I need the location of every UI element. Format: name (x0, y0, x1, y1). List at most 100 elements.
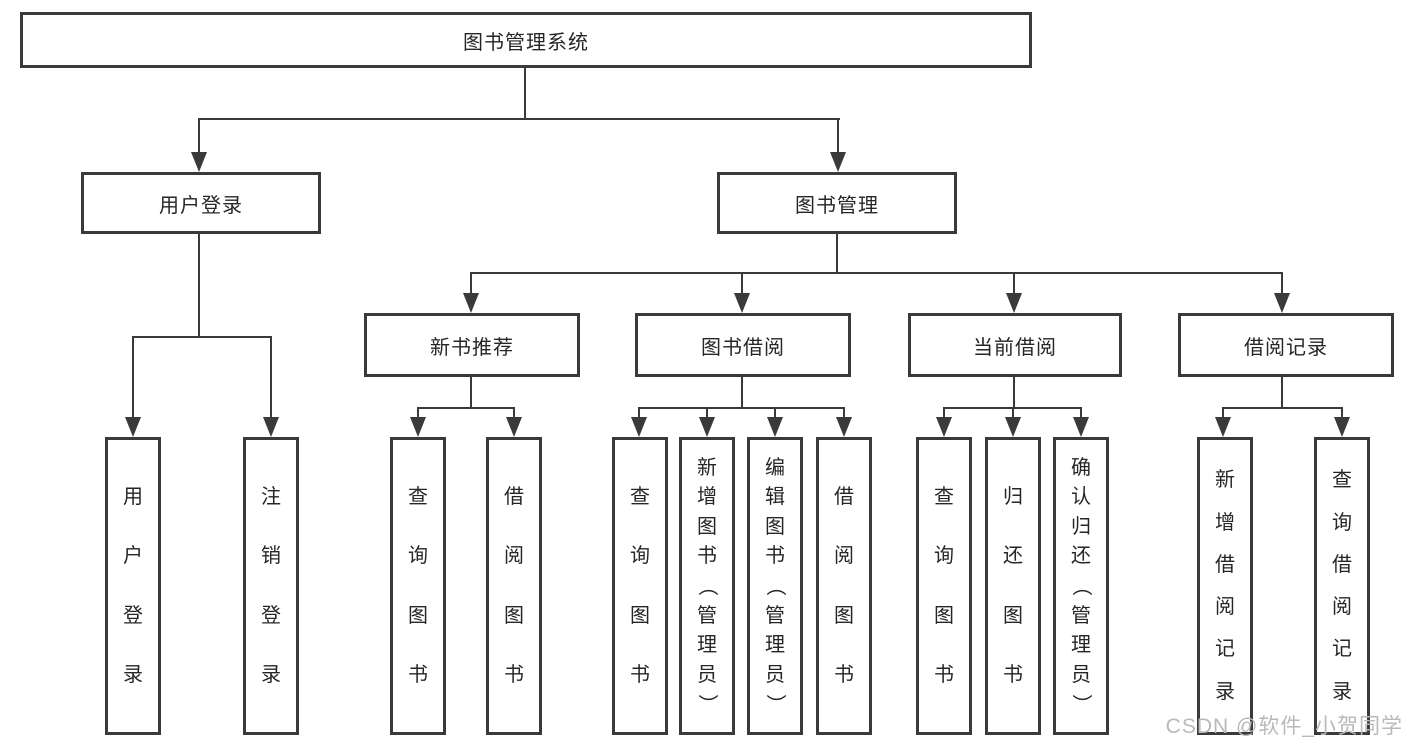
leaf-borrow-books-borrow: 借阅图书 (816, 437, 872, 735)
connector-book-borrow-stem (741, 377, 743, 407)
arrowhead-leaf (506, 417, 522, 437)
leaf-label-char: 图 (504, 604, 524, 627)
connector-level3-drop (1013, 272, 1015, 297)
leaf-label-char: 新 (697, 456, 717, 479)
arrowhead-current-borrow (1006, 293, 1022, 313)
leaf-confirm-return-admin: 确认归还（管理员） (1053, 437, 1109, 735)
leaf-label-char: 询 (408, 545, 428, 568)
node-label: 用户登录 (159, 194, 243, 217)
node-borrow-records: 借阅记录 (1178, 313, 1394, 377)
leaf-label-char: 阅 (504, 545, 524, 568)
leaf-label-char: 书 (630, 663, 650, 686)
leaf-return-book: 归还图书 (985, 437, 1041, 735)
arrowhead-leaf (263, 417, 279, 437)
connector-borrow-record-bar (1222, 407, 1343, 409)
connector-level2-bar (198, 118, 840, 120)
connector-leaf-drop (774, 407, 776, 421)
connector-level3-drop (741, 272, 743, 297)
leaf-label-char: 询 (630, 545, 650, 568)
leaf-label-char: 图 (934, 604, 954, 627)
connector-leaf-drop (1080, 407, 1082, 421)
leaf-label-char: 用 (123, 486, 143, 509)
leaf-label-char: 编 (765, 456, 785, 479)
leaf-add-borrow-record: 新增借阅记录 (1197, 437, 1253, 735)
arrowhead-book-management (830, 152, 846, 172)
leaf-label-char: 还 (1071, 545, 1091, 568)
leaf-edit-book-admin: 编辑图书（管理员） (747, 437, 803, 735)
leaf-label-char: ） (1070, 694, 1092, 715)
connector-leaf-drop (943, 407, 945, 421)
leaf-label-char: 书 (408, 663, 428, 686)
arrowhead-leaf (631, 417, 647, 437)
arrowhead-leaf (1215, 417, 1231, 437)
leaf-label-char: 阅 (1215, 596, 1235, 619)
leaf-query-books-newbook: 查询图书 (390, 437, 446, 735)
node-book-borrow: 图书借阅 (635, 313, 851, 377)
leaf-label-char: 查 (934, 486, 954, 509)
leaf-label-char: 理 (765, 634, 785, 657)
leaf-label-char: 录 (1332, 680, 1352, 703)
connector-level3-drop (470, 272, 472, 297)
leaf-label-char: 辑 (765, 486, 785, 509)
leaf-label-char: 书 (1003, 663, 1023, 686)
node-label: 借阅记录 (1244, 336, 1328, 359)
leaf-label-char: 图 (765, 515, 785, 538)
leaf-label-char: 借 (504, 486, 524, 509)
arrowhead-leaf (1005, 417, 1021, 437)
arrowhead-leaf (410, 417, 426, 437)
leaf-label-char: 阅 (1332, 596, 1352, 619)
leaf-label-char: 借 (834, 486, 854, 509)
connector-leaf-drop (513, 407, 515, 421)
connector-book-management-stem (836, 234, 838, 272)
leaf-label-char: 管 (765, 604, 785, 627)
leaf-label-char: 书 (834, 663, 854, 686)
connector-new-book-bar (417, 407, 515, 409)
connector-level3-drop (1281, 272, 1283, 297)
node-label: 图书管理系统 (463, 31, 589, 54)
connector-borrow-record-stem (1281, 377, 1283, 407)
connector-leaf-drop (706, 407, 708, 421)
leaf-label-char: 书 (934, 663, 954, 686)
leaf-label-char: （ (764, 575, 786, 596)
node-user-login: 用户登录 (81, 172, 321, 234)
connector-root-stem (524, 68, 526, 118)
node-book-management: 图书管理 (717, 172, 957, 234)
leaf-label-char: 书 (504, 663, 524, 686)
connector-leaf-drop (270, 336, 272, 421)
node-library-management-system: 图书管理系统 (20, 12, 1032, 68)
arrowhead-user-login (191, 152, 207, 172)
connector-new-book-stem (470, 377, 472, 407)
leaf-borrow-books-newbook: 借阅图书 (486, 437, 542, 735)
leaf-label-char: 书 (697, 545, 717, 568)
leaf-label-char: （ (1070, 575, 1092, 596)
leaf-label-char: 理 (1071, 634, 1091, 657)
leaf-query-books-borrow: 查询图书 (612, 437, 668, 735)
leaf-label-char: 销 (261, 545, 281, 568)
leaf-label-char: ） (764, 694, 786, 715)
leaf-label-char: 询 (1332, 511, 1352, 534)
leaf-label-char: 录 (261, 663, 281, 686)
leaf-label-char: 图 (834, 604, 854, 627)
arrowhead-new-book (463, 293, 479, 313)
node-label: 图书管理 (795, 194, 879, 217)
leaf-label-char: 查 (1332, 469, 1352, 492)
connector-leaf-drop (1341, 407, 1343, 421)
node-label: 新书推荐 (430, 336, 514, 359)
leaf-label-char: 书 (765, 545, 785, 568)
leaf-label-char: 借 (1332, 553, 1352, 576)
leaf-label-char: 确 (1071, 456, 1091, 479)
leaf-query-books-current: 查询图书 (916, 437, 972, 735)
leaf-label-char: 图 (408, 604, 428, 627)
connector-book-management-drop (837, 118, 839, 156)
watermark: CSDN @软件_小贺同学 (1165, 715, 1403, 738)
connector-user-login-drop (198, 118, 200, 156)
connector-leaf-drop (417, 407, 419, 421)
leaf-label-char: 登 (123, 604, 143, 627)
leaf-label-char: 记 (1332, 638, 1352, 661)
leaf-label-char: 归 (1071, 515, 1091, 538)
connector-leaf-drop (843, 407, 845, 421)
arrowhead-leaf (936, 417, 952, 437)
leaf-label-char: 借 (1215, 553, 1235, 576)
leaf-label-char: 员 (1071, 663, 1091, 686)
